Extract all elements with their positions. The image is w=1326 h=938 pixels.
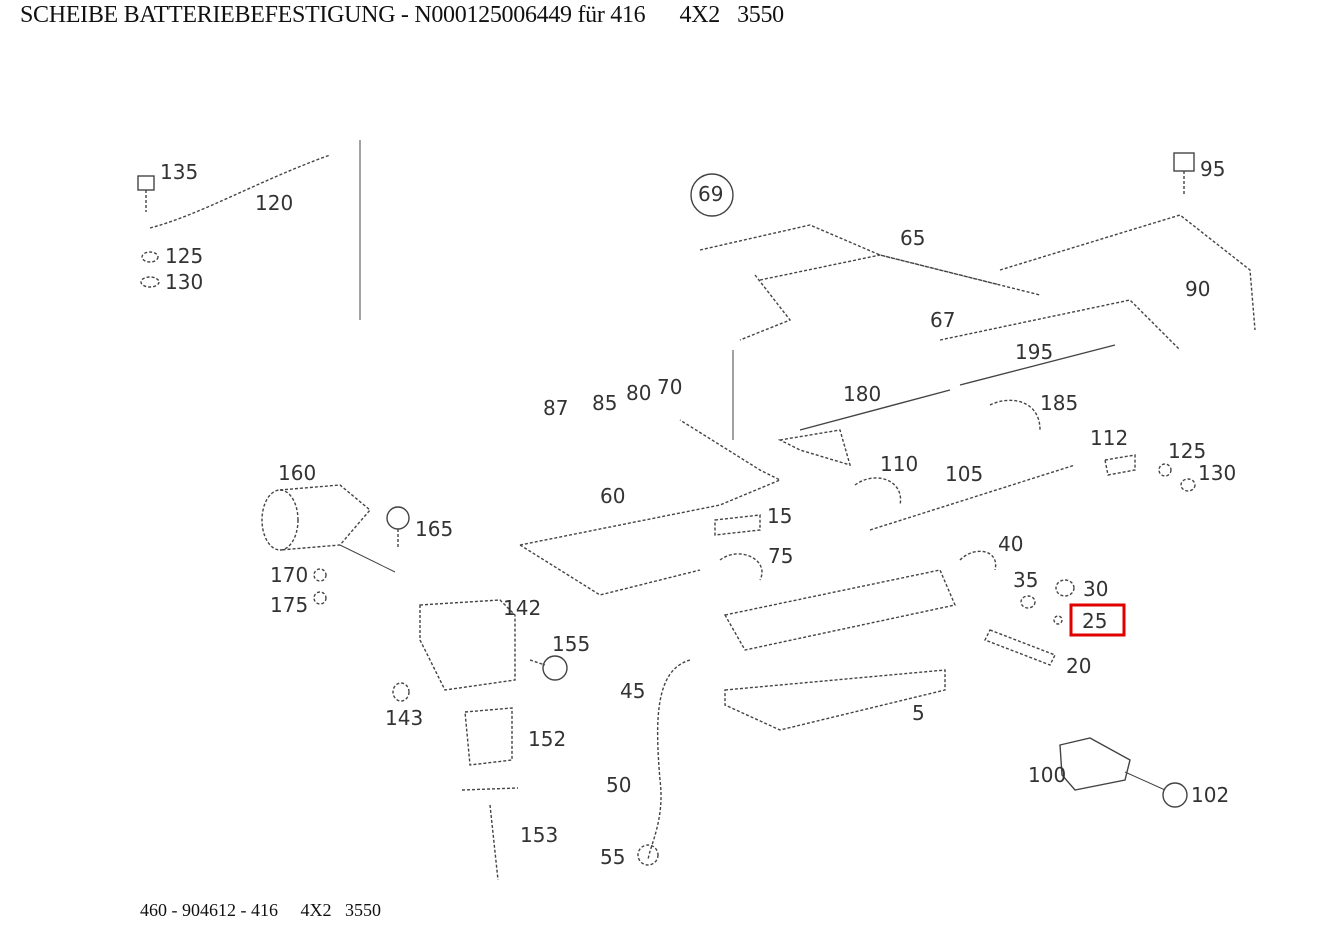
battery-clamp-180[interactable]	[777, 429, 852, 467]
label-65[interactable]: 65	[900, 226, 925, 250]
label-155[interactable]: 155	[552, 632, 590, 656]
page-title: SCHEIBE BATTERIEBEFESTIGUNG - N000125006…	[20, 2, 784, 28]
label-125-inset[interactable]: 125	[165, 244, 203, 268]
strip-20[interactable]	[984, 629, 1056, 666]
label-165[interactable]: 165	[415, 517, 453, 541]
rod-105[interactable]	[869, 464, 1076, 531]
footer-reference: 460 - 904612 - 416 4X2 3550	[140, 900, 381, 920]
label-135[interactable]: 135	[160, 160, 198, 184]
label-75[interactable]: 75	[768, 544, 793, 568]
callout-circle-69[interactable]	[690, 173, 734, 217]
label-102[interactable]: 102	[1191, 783, 1229, 807]
label-112[interactable]: 112	[1090, 426, 1128, 450]
label-15[interactable]: 15	[767, 504, 792, 528]
label-25[interactable]: 25	[1082, 609, 1107, 633]
label-50[interactable]: 50	[606, 773, 631, 797]
label-130-inset[interactable]: 130	[165, 270, 203, 294]
label-175[interactable]: 175	[270, 593, 308, 617]
cable-67[interactable]	[939, 299, 1181, 351]
relay-152[interactable]	[464, 707, 513, 766]
battery-tray-5[interactable]	[724, 669, 946, 731]
label-105[interactable]: 105	[945, 462, 983, 486]
label-60[interactable]: 60	[600, 484, 625, 508]
clamp-110[interactable]	[854, 477, 902, 506]
nut-175[interactable]	[313, 591, 327, 605]
bolt-135[interactable]	[137, 175, 155, 212]
washer-35[interactable]	[1020, 595, 1036, 609]
bracket-100[interactable]	[1059, 737, 1131, 791]
label-143[interactable]: 143	[385, 706, 423, 730]
nut-40[interactable]	[959, 550, 997, 571]
label-90[interactable]: 90	[1185, 277, 1210, 301]
label-110[interactable]: 110	[880, 452, 918, 476]
label-120[interactable]: 120	[255, 191, 293, 215]
label-185[interactable]: 185	[1040, 391, 1078, 415]
lug-55[interactable]	[637, 844, 659, 866]
horn-leader	[339, 544, 396, 573]
label-142[interactable]: 142	[503, 596, 541, 620]
battery-tray-top[interactable]	[723, 569, 956, 651]
nut-130[interactable]	[1180, 478, 1196, 492]
fuse-153[interactable]	[461, 787, 519, 881]
label-40[interactable]: 40	[998, 532, 1023, 556]
label-195[interactable]: 195	[1015, 340, 1053, 364]
bracket-15[interactable]	[714, 514, 761, 536]
label-35[interactable]: 35	[1013, 568, 1038, 592]
relay-142[interactable]	[419, 599, 516, 691]
label-95[interactable]: 95	[1200, 157, 1225, 181]
label-160[interactable]: 160	[278, 461, 316, 485]
washer-170[interactable]	[313, 568, 327, 582]
bolt-95[interactable]	[1173, 152, 1195, 195]
label-170[interactable]: 170	[270, 563, 308, 587]
label-55[interactable]: 55	[600, 845, 625, 869]
leader-line-102	[1124, 771, 1166, 791]
label-153[interactable]: 153	[520, 823, 558, 847]
label-30[interactable]: 30	[1083, 577, 1108, 601]
cable-65[interactable]	[699, 214, 1256, 331]
highlight-box-25	[1069, 603, 1126, 637]
label-180[interactable]: 180	[843, 382, 881, 406]
label-152[interactable]: 152	[528, 727, 566, 751]
label-85[interactable]: 85	[592, 391, 617, 415]
horn-body-160[interactable]	[279, 484, 371, 551]
label-69[interactable]: 69	[698, 182, 723, 206]
clamp-185[interactable]	[989, 399, 1041, 431]
washer-25[interactable]	[1053, 615, 1063, 625]
cable-45-50[interactable]	[647, 659, 691, 861]
nut-102[interactable]	[1162, 782, 1188, 808]
sleeve-112[interactable]	[1104, 454, 1136, 476]
clip-75[interactable]	[719, 553, 763, 581]
label-125[interactable]: 125	[1168, 439, 1206, 463]
nut-143[interactable]	[392, 682, 410, 702]
label-100[interactable]: 100	[1028, 763, 1066, 787]
cable-180-195[interactable]	[799, 344, 1116, 431]
cable-65-branch[interactable]	[739, 274, 792, 341]
label-45[interactable]: 45	[620, 679, 645, 703]
label-87[interactable]: 87	[543, 396, 568, 420]
label-67[interactable]: 67	[930, 308, 955, 332]
washer-130-inset[interactable]	[140, 276, 160, 288]
tray-frame-60[interactable]	[519, 419, 782, 596]
washer-125[interactable]	[1158, 463, 1172, 477]
horn-160[interactable]	[261, 489, 299, 551]
label-130[interactable]: 130	[1198, 461, 1236, 485]
label-80[interactable]: 80	[626, 381, 651, 405]
washer-125-inset[interactable]	[141, 251, 159, 263]
washer-30[interactable]	[1055, 579, 1075, 597]
label-5[interactable]: 5	[912, 701, 925, 725]
label-20[interactable]: 20	[1066, 654, 1091, 678]
screw-165[interactable]	[386, 506, 410, 548]
screw-155[interactable]	[529, 655, 568, 681]
label-70[interactable]: 70	[657, 375, 682, 399]
